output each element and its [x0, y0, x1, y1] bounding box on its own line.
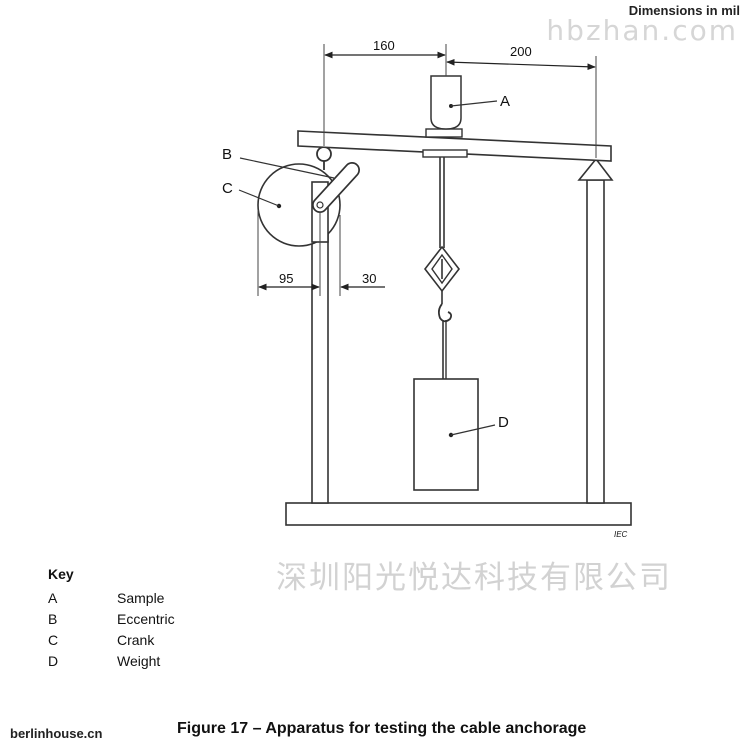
key-title: Key	[48, 566, 74, 582]
eccentric-pin	[316, 201, 324, 209]
key-text: Sample	[117, 590, 165, 606]
watermark-top: hbzhan.com	[546, 14, 738, 47]
key-letter: A	[48, 590, 58, 606]
key-item: D Weight	[48, 653, 175, 674]
beam-hook-ring	[316, 146, 332, 162]
dimensions-note: Dimensions in mil	[628, 3, 740, 18]
key-list: A Sample B Eccentric C Crank D Weight	[48, 590, 175, 674]
label-b: B	[222, 146, 232, 163]
figure-caption: Figure 17 – Apparatus for testing the ca…	[177, 720, 587, 737]
key-text: Crank	[117, 632, 155, 648]
leader-a	[450, 100, 498, 107]
right-post	[586, 179, 605, 504]
sample-base	[425, 128, 463, 138]
dim-95: 95	[279, 271, 293, 286]
key-text: Eccentric	[117, 611, 175, 627]
eccentric-arm-fill	[313, 163, 359, 212]
pivot-triangle	[577, 157, 614, 181]
key-letter: D	[48, 653, 59, 669]
weight-block	[413, 378, 479, 491]
watermark-company: 深圳阳光悦达科技有限公司	[276, 560, 672, 596]
key-letter: C	[48, 632, 59, 648]
key-letter: B	[48, 611, 58, 627]
key-text: Weight	[117, 653, 161, 669]
key-item: C Crank	[48, 632, 175, 653]
label-d: D	[498, 414, 509, 431]
dim-line-200	[446, 58, 596, 71]
sample-body	[430, 75, 462, 130]
dim-160: 160	[373, 38, 395, 53]
iec-mark: IEC	[614, 530, 628, 539]
cable-clamp	[422, 149, 468, 158]
base-plate	[285, 502, 632, 526]
leader-b	[239, 157, 335, 179]
dim-200: 200	[510, 44, 532, 59]
label-c: C	[222, 180, 233, 197]
leader-d	[450, 424, 496, 436]
hook-curve	[437, 303, 453, 323]
label-a: A	[500, 93, 510, 110]
top-beam	[297, 130, 612, 162]
dim-30: 30	[362, 271, 376, 286]
diamond-link-inner	[431, 253, 453, 285]
key-item: A Sample	[48, 590, 175, 611]
site-watermark: berlinhouse.cn	[10, 726, 103, 741]
leader-c	[238, 189, 280, 207]
key-item: B Eccentric	[48, 611, 175, 632]
